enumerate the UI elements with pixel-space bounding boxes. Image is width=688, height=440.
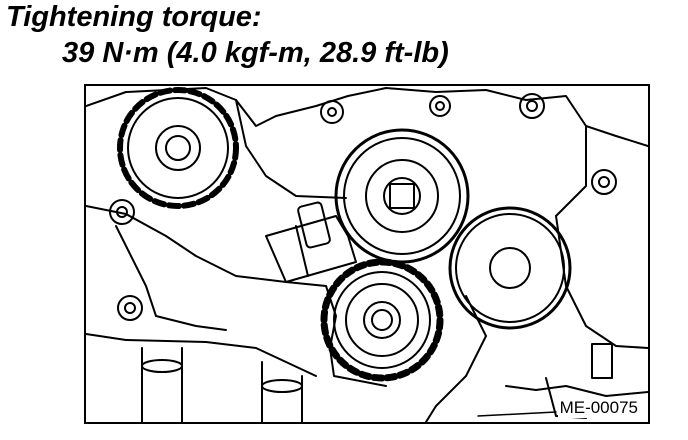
torque-value: 39 N·m (4.0 kgf-m, 28.9 ft-lb) xyxy=(62,37,449,69)
torque-label: Tightening torque: xyxy=(6,1,262,33)
engine-line-drawing xyxy=(86,87,648,422)
engine-illustration: ME-00075 xyxy=(84,84,650,424)
figure-id: ME-00075 xyxy=(557,398,640,418)
